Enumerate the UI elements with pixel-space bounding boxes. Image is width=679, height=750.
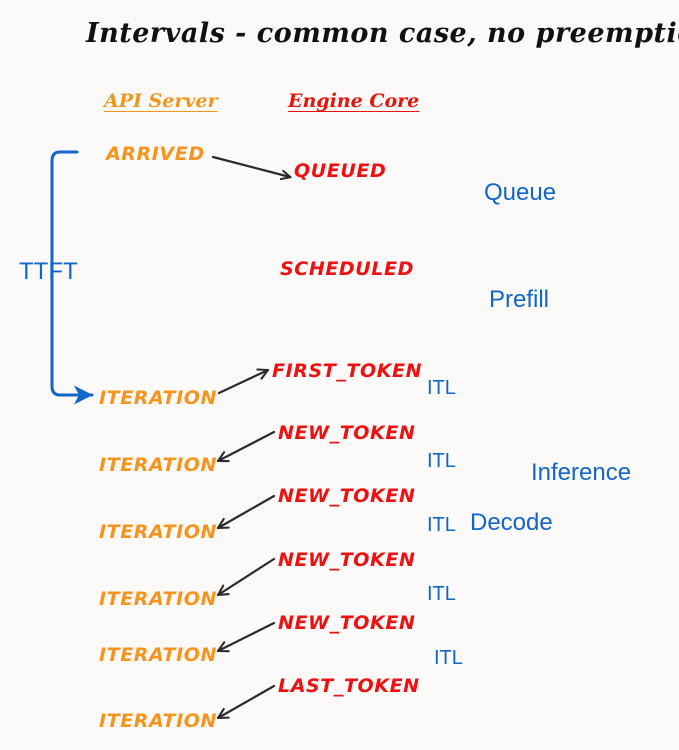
state-last-token: LAST_TOKEN xyxy=(278,675,420,697)
state-iteration-1: ITERATION xyxy=(99,387,218,409)
bracket-ttft xyxy=(50,150,94,405)
arrow-new-token-3-to-iteration xyxy=(216,557,276,597)
page-title: Intervals - common case, no preemptions xyxy=(86,18,679,49)
interval-label-itl-2: ITL xyxy=(427,450,456,472)
state-first-token: FIRST_TOKEN xyxy=(272,360,423,382)
interval-label-itl-1: ITL xyxy=(427,377,456,399)
interval-label-inference: Inference xyxy=(531,459,632,486)
interval-label-queue: Queue xyxy=(484,179,557,206)
state-iteration-2: ITERATION xyxy=(99,454,218,476)
interval-label-itl-4: ITL xyxy=(427,583,456,605)
interval-label-itl-5: ITL xyxy=(434,647,463,669)
interval-label-prefill: Prefill xyxy=(489,286,550,313)
arrow-new-token-4-to-iteration xyxy=(216,621,276,651)
interval-label-decode: Decode xyxy=(470,509,553,536)
state-arrived: ARRIVED xyxy=(106,143,205,165)
interval-label-itl-3: ITL xyxy=(427,514,456,536)
arrow-new-token-1-to-iteration xyxy=(216,430,276,461)
state-new-token-1: NEW_TOKEN xyxy=(278,422,416,444)
state-new-token-2: NEW_TOKEN xyxy=(278,485,416,507)
state-new-token-4: NEW_TOKEN xyxy=(278,612,416,634)
arrow-arrived-to-queued xyxy=(211,155,290,177)
state-iteration-5: ITERATION xyxy=(99,644,218,666)
arrow-first-token-to-iteration xyxy=(217,370,270,395)
arrow-last-token-to-iteration xyxy=(216,684,276,720)
state-queued: QUEUED xyxy=(294,160,387,182)
column-header-engine-core: Engine Core xyxy=(288,90,420,112)
state-iteration-3: ITERATION xyxy=(99,521,218,543)
state-new-token-3: NEW_TOKEN xyxy=(278,549,416,571)
column-header-api-server: API Server xyxy=(104,90,218,112)
interval-label-ttft: TTFT xyxy=(19,258,78,285)
state-iteration-6: ITERATION xyxy=(99,710,218,732)
state-scheduled: SCHEDULED xyxy=(280,258,414,280)
arrow-new-token-2-to-iteration xyxy=(216,494,276,530)
state-iteration-4: ITERATION xyxy=(99,588,218,610)
